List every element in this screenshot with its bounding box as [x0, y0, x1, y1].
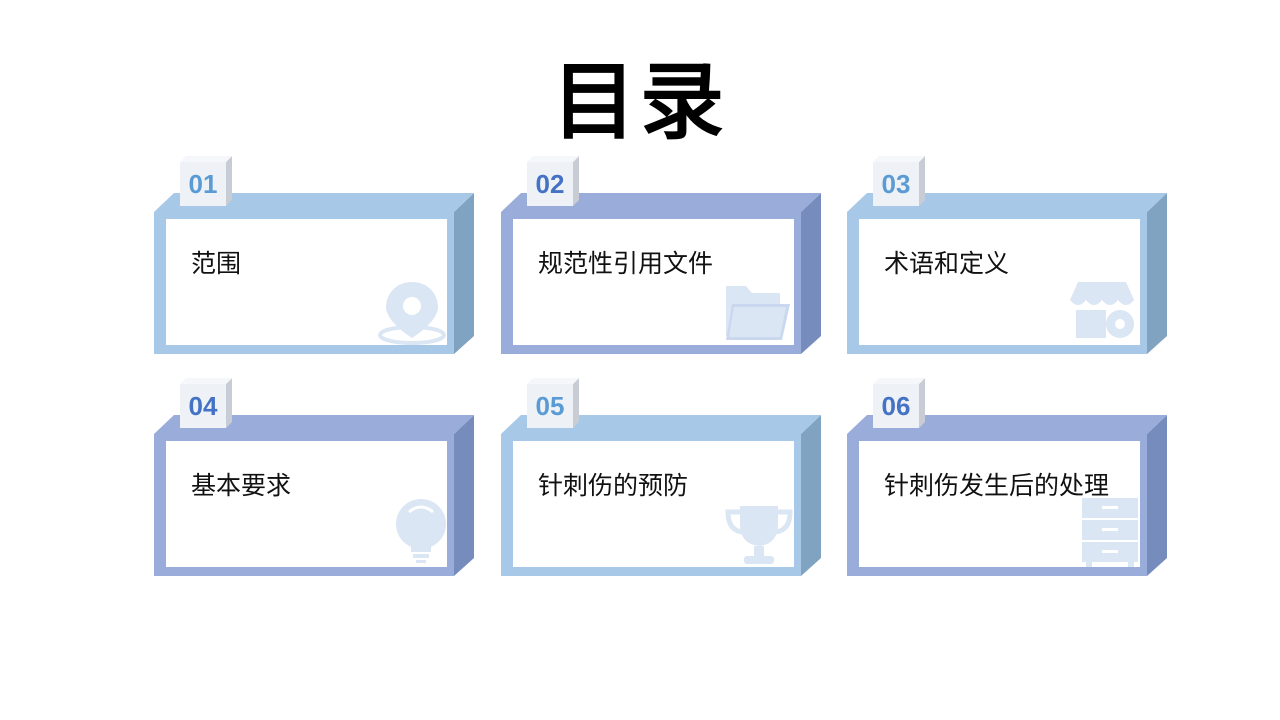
section-card-05[interactable]: 05 针刺伤的预防 [500, 378, 822, 578]
cabinet-icon [1082, 498, 1138, 567]
section-number: 01 [188, 169, 218, 199]
card-frame [501, 415, 821, 576]
section-number: 02 [535, 169, 565, 199]
number-tab [527, 156, 579, 206]
number-tab [180, 156, 232, 206]
section-number: 04 [188, 391, 218, 421]
section-label: 术语和定义 [884, 249, 1010, 278]
number-tab [527, 378, 579, 428]
section-card-03[interactable]: 03 术语和定义 [846, 156, 1168, 356]
section-label: 针刺伤发生后的处理 [884, 471, 1110, 500]
lightbulb-icon [396, 499, 446, 563]
section-card-02[interactable]: 02 规范性引用文件 [500, 156, 822, 356]
section-card-06[interactable]: 06 针刺伤发生后的处理 [846, 378, 1168, 578]
section-label: 针刺伤的预防 [538, 471, 689, 500]
page-title: 目录 [551, 53, 728, 151]
location-pin-icon [378, 282, 446, 345]
section-number: 03 [881, 169, 911, 199]
section-label: 范围 [191, 249, 242, 278]
section-number: 06 [881, 391, 911, 421]
shop-gear-icon [1070, 282, 1134, 338]
number-tab [180, 378, 232, 428]
card-frame [154, 415, 474, 576]
folder-icon [726, 286, 790, 340]
section-label: 规范性引用文件 [538, 249, 714, 278]
number-tab [873, 156, 925, 206]
section-label: 基本要求 [191, 471, 292, 500]
section-number: 05 [535, 391, 565, 421]
section-card-04[interactable]: 04 基本要求 [153, 378, 475, 578]
number-tab [873, 378, 925, 428]
section-card-01[interactable]: 01 范围 [153, 156, 475, 356]
trophy-icon [725, 506, 793, 564]
